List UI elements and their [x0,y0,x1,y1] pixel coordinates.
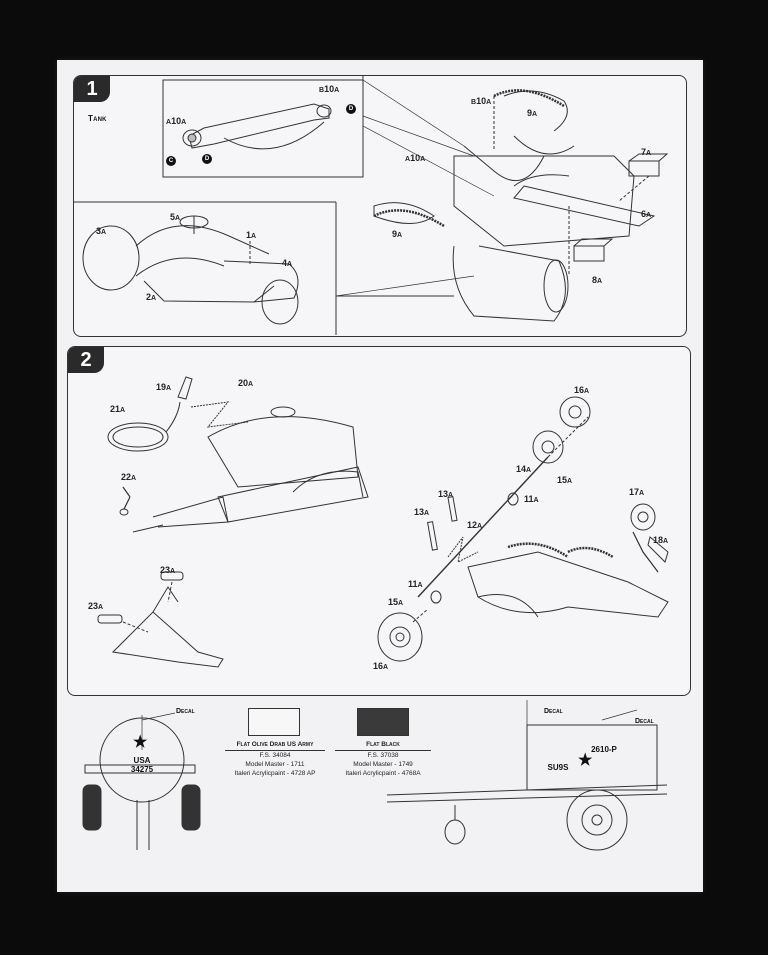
part-label-1a: 1A [246,230,257,240]
part-label-13a-left: 13A [414,507,430,517]
part-label-17a: 17A [629,487,645,497]
step-1-panel: 1 Tank [73,75,687,337]
step-1-title: Tank [88,114,107,123]
part-label-23a-top: 23A [160,565,176,575]
paint-fs-olive-drab: F.S. 34084 [259,752,291,759]
paint-fs-flat-black: F.S. 37038 [367,752,399,759]
part-label-15a-left: 15A [388,597,404,607]
decal-text-usa: USA [133,756,151,765]
decal-text-side-code: SU9S [547,763,569,772]
part-label-4a: 4A [282,258,293,268]
part-label-22a: 22A [121,472,137,482]
part-label-16a-top: 16A [574,385,590,395]
part-label-14a: 14A [516,464,532,474]
paint-info-flat-black: Flat Black F.S. 37038 Model Master - 174… [335,740,431,778]
part-label-19a: 19A [156,382,172,392]
part-label-8a: 8A [592,275,603,285]
part-label-5a: 5A [170,212,181,222]
step-1-number: 1 [74,76,110,102]
part-label-16a-bottom: 16A [373,661,389,671]
part-label-10a-inset-left: A10A [166,116,187,126]
part-label-23a-left: 23A [88,601,104,611]
part-label-6a: 6A [641,209,652,219]
callout-c: C [166,156,176,166]
part-label-2a: 2A [146,292,157,302]
part-label-7a: 7A [641,147,652,157]
star-emblem-front: ★ [133,734,148,751]
paint-mm-olive-drab: Model Master - 1711 [245,761,305,768]
decal-text-serial: 34275 [130,765,154,774]
part-label-3a: 3A [96,226,107,236]
part-label-11a-left: 11A [408,579,423,589]
paint-swatch-flat-black [357,708,409,736]
part-label-12a: 12A [467,520,483,530]
paint-info-olive-drab: Flat Olive Drab US Army F.S. 34084 Model… [225,740,325,778]
step-2-drawing [97,376,669,668]
part-label-15a-top: 15A [557,475,573,485]
paint-italeri-olive-drab: Italeri Acrylicpaint - 4728 AP [234,770,316,777]
part-label-13a-top: 13A [438,489,454,499]
part-label-9a-top: 9A [527,108,538,118]
callout-d-right: D [346,104,356,114]
decal-text-side-number: 2610-P [591,745,617,754]
paint-swatch-olive-drab [248,708,300,736]
part-label-21a: 21A [110,404,126,414]
part-label-9a-bottom: 9A [392,229,403,239]
step-2-panel: 2 [67,346,691,696]
star-emblem-side: ★ [578,752,593,769]
paint-name-olive-drab: Flat Olive Drab US Army [225,740,325,751]
paint-name-flat-black: Flat Black [335,740,431,751]
part-label-18a: 18A [653,535,669,545]
instruction-sheet: 1 Tank [57,60,703,892]
decal-label-front: Decal [176,708,195,715]
decal-label-side-right: Decal [635,718,654,725]
part-label-10a-inset-top: B10A [319,84,340,94]
step-1-drawing [74,76,669,335]
decal-label-side-left: Decal [544,708,563,715]
part-label-11a-top: 11A [524,494,539,504]
part-label-10a-right-top: B10A [471,96,492,106]
step-2-number: 2 [68,347,104,373]
paint-italeri-flat-black: Italeri Acrylicpaint - 4768A [345,770,421,777]
paint-mm-flat-black: Model Master - 1749 [353,761,413,768]
part-label-20a: 20A [238,378,254,388]
part-label-10a-right-left: A10A [405,153,426,163]
callout-d-left: D [202,154,212,164]
